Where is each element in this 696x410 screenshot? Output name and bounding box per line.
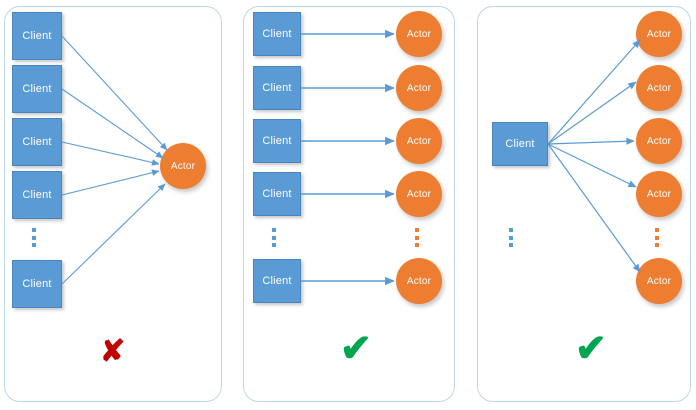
actor-ellipsis-icon [415,228,419,247]
verdict-check-icon: ✔ [575,328,607,370]
client-ellipsis-icon [32,228,36,247]
actor-node[interactable]: Actor [396,11,442,57]
client-node[interactable]: Client [253,66,301,110]
client-node[interactable]: Client [12,171,62,219]
client-node[interactable]: Client [253,119,301,163]
actor-node[interactable]: Actor [396,171,442,217]
actor-ellipsis-icon [655,228,659,247]
actor-node[interactable]: Actor [636,65,682,111]
client-node[interactable]: Client [12,118,62,166]
verdict-check-icon: ✔ [340,328,372,370]
client-node[interactable]: Client [12,12,62,60]
verdict-cross-icon: ✘ [100,335,126,368]
client-node[interactable]: Client [12,260,62,308]
client-ellipsis-icon [509,228,513,247]
actor-node[interactable]: Actor [636,118,682,164]
actor-node[interactable]: Actor [636,258,682,304]
client-node[interactable]: Client [12,65,62,113]
actor-node[interactable]: Actor [160,143,206,189]
client-ellipsis-icon [272,228,276,247]
client-node[interactable]: Client [253,259,301,303]
actor-node[interactable]: Actor [396,258,442,304]
client-node[interactable]: Client [492,122,548,166]
actor-node[interactable]: Actor [396,65,442,111]
client-node[interactable]: Client [253,172,301,216]
actor-node[interactable]: Actor [636,11,682,57]
actor-node[interactable]: Actor [636,171,682,217]
actor-node[interactable]: Actor [396,118,442,164]
client-node[interactable]: Client [253,12,301,56]
